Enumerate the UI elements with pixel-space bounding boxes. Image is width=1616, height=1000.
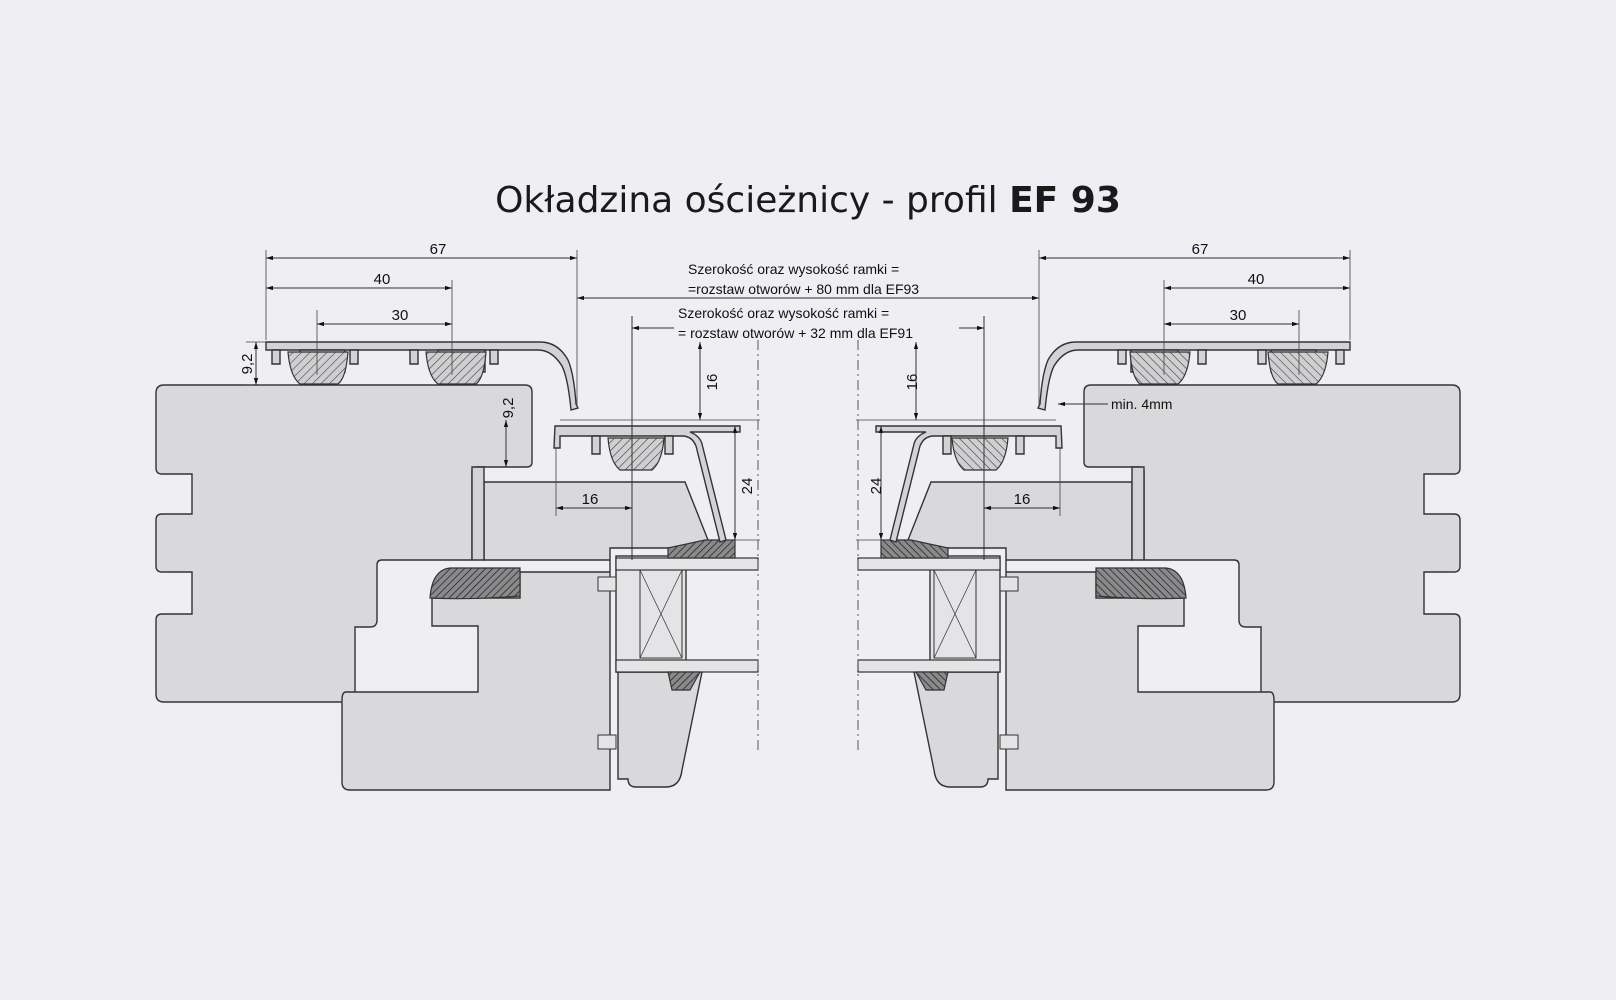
- left-dim-40: 40: [374, 271, 391, 288]
- left-gasket-upper: [667, 539, 736, 559]
- right-dim-40: 40: [1248, 271, 1265, 288]
- left-mid-dowel: [607, 437, 665, 471]
- left-mid-profile: [553, 425, 741, 543]
- note-ef91-line2: = rozstaw otworów + 32 mm dla EF91: [678, 325, 913, 341]
- left-dim-30: 30: [392, 307, 409, 324]
- left-gasket-lower: [667, 671, 702, 691]
- left-dim-9-2-top: 9,2: [239, 354, 256, 375]
- note-ef91-line1: Szerokość oraz wysokość ramki =: [678, 305, 889, 321]
- right-dim-30: 30: [1230, 307, 1247, 324]
- title-profile-code: EF 93: [1009, 180, 1121, 221]
- right-dim-16-vertical: 16: [904, 374, 921, 391]
- note-ef93-line1: Szerokość oraz wysokość ramki =: [688, 261, 899, 277]
- left-dimensions: 67 40 30 9,2 9,2 16 24 16: [239, 241, 984, 541]
- left-dim-67: 67: [430, 241, 447, 258]
- left-dim-9-2-mid: 9,2: [500, 398, 517, 419]
- left-frame-wood: [341, 481, 709, 791]
- diagram-title: Okładzina ościeżnicy - profil EF 93: [0, 180, 1616, 221]
- left-assembly: [155, 316, 759, 791]
- left-top-profile: [265, 341, 580, 411]
- left-dim-16-vertical: 16: [704, 374, 721, 391]
- left-dim-24: 24: [739, 478, 756, 495]
- right-dim-24: 24: [868, 478, 885, 495]
- left-seal: [429, 567, 521, 600]
- right-dim-16-horizontal: 16: [1014, 491, 1031, 508]
- right-dim-67: 67: [1192, 241, 1209, 258]
- title-text: Okładzina ościeżnicy - profil: [495, 180, 1010, 221]
- left-door-block: [617, 671, 703, 788]
- right-dimensions: 67 40 30 16 24 16: [577, 241, 1351, 541]
- left-top-dowel-1: [287, 351, 349, 385]
- note-ef93-line2: =rozstaw otworów + 80 mm dla EF93: [688, 281, 919, 297]
- note-min-gap: min. 4mm: [1111, 396, 1172, 412]
- notes: Szerokość oraz wysokość ramki = =rozstaw…: [674, 258, 1172, 412]
- left-dim-16-horizontal: 16: [582, 491, 599, 508]
- left-door-leaf: [615, 555, 687, 673]
- left-top-dowel-2: [425, 351, 487, 385]
- right-assembly: [857, 316, 1461, 791]
